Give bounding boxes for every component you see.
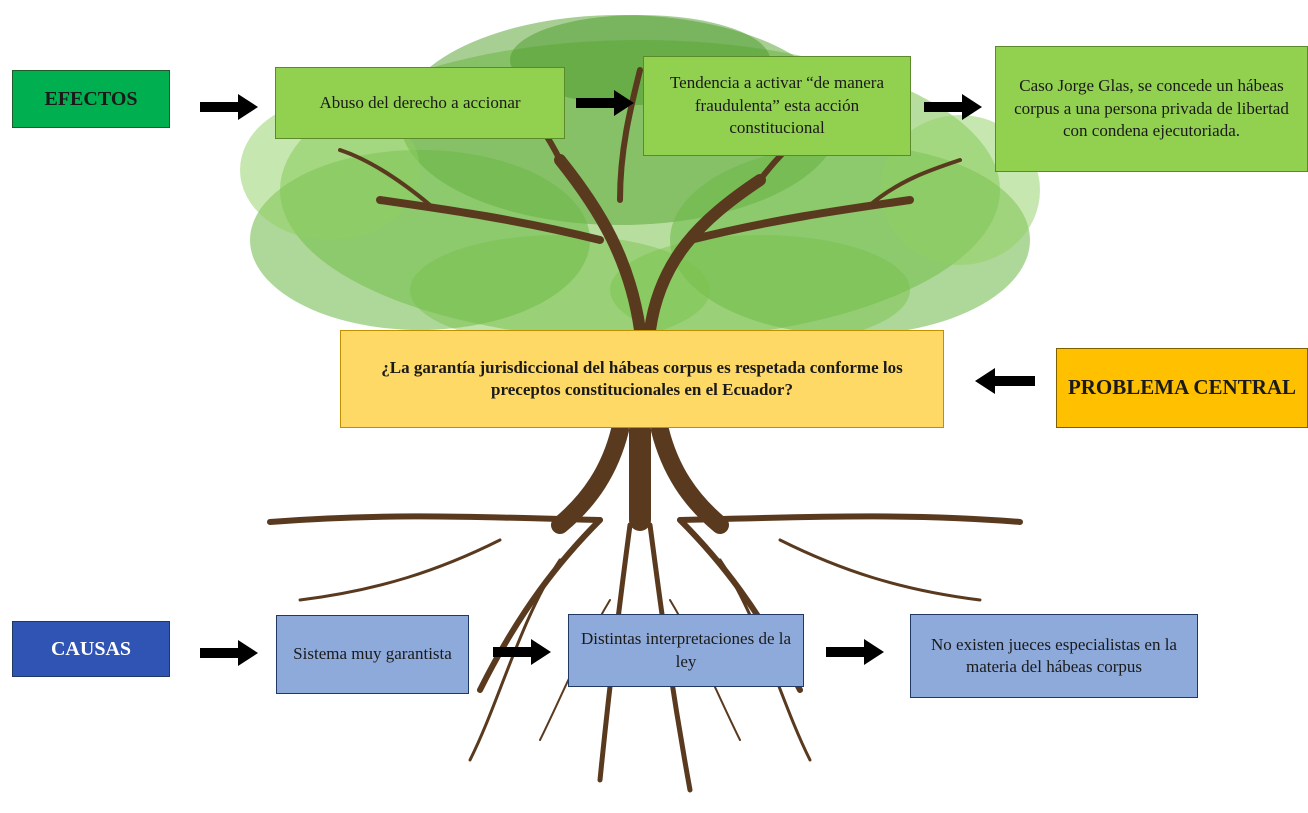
- arrow-right-icon: [493, 639, 551, 665]
- cause-box-jueces: No existen jueces especialistas en la ma…: [910, 614, 1198, 698]
- central-problem-box: ¿La garantía jurisdiccional del hábeas c…: [340, 330, 944, 428]
- arrow-right-icon: [924, 94, 982, 120]
- effect-box-caso-glas: Caso Jorge Glas, se concede un hábeas co…: [995, 46, 1308, 172]
- cause-box-interpretaciones: Distintas interpretaciones de la ley: [568, 614, 804, 687]
- arrow-right-icon: [826, 639, 884, 665]
- effect-box-tendencia: Tendencia a activar “de manera fraudulen…: [643, 56, 911, 156]
- arrow-right-icon: [200, 640, 258, 666]
- trunk-and-roots: [267, 419, 1023, 793]
- problema-central-label: PROBLEMA CENTRAL: [1056, 348, 1308, 428]
- arrow-left-icon: [975, 368, 1035, 394]
- effect-box-abuso: Abuso del derecho a accionar: [275, 67, 565, 139]
- foliage: [240, 15, 1040, 345]
- arrow-right-icon: [200, 94, 258, 120]
- cause-box-garantista: Sistema muy garantista: [276, 615, 469, 694]
- branches: [338, 67, 962, 336]
- arrow-right-icon: [576, 90, 634, 116]
- efectos-label: EFECTOS: [12, 70, 170, 128]
- causas-label: CAUSAS: [12, 621, 170, 677]
